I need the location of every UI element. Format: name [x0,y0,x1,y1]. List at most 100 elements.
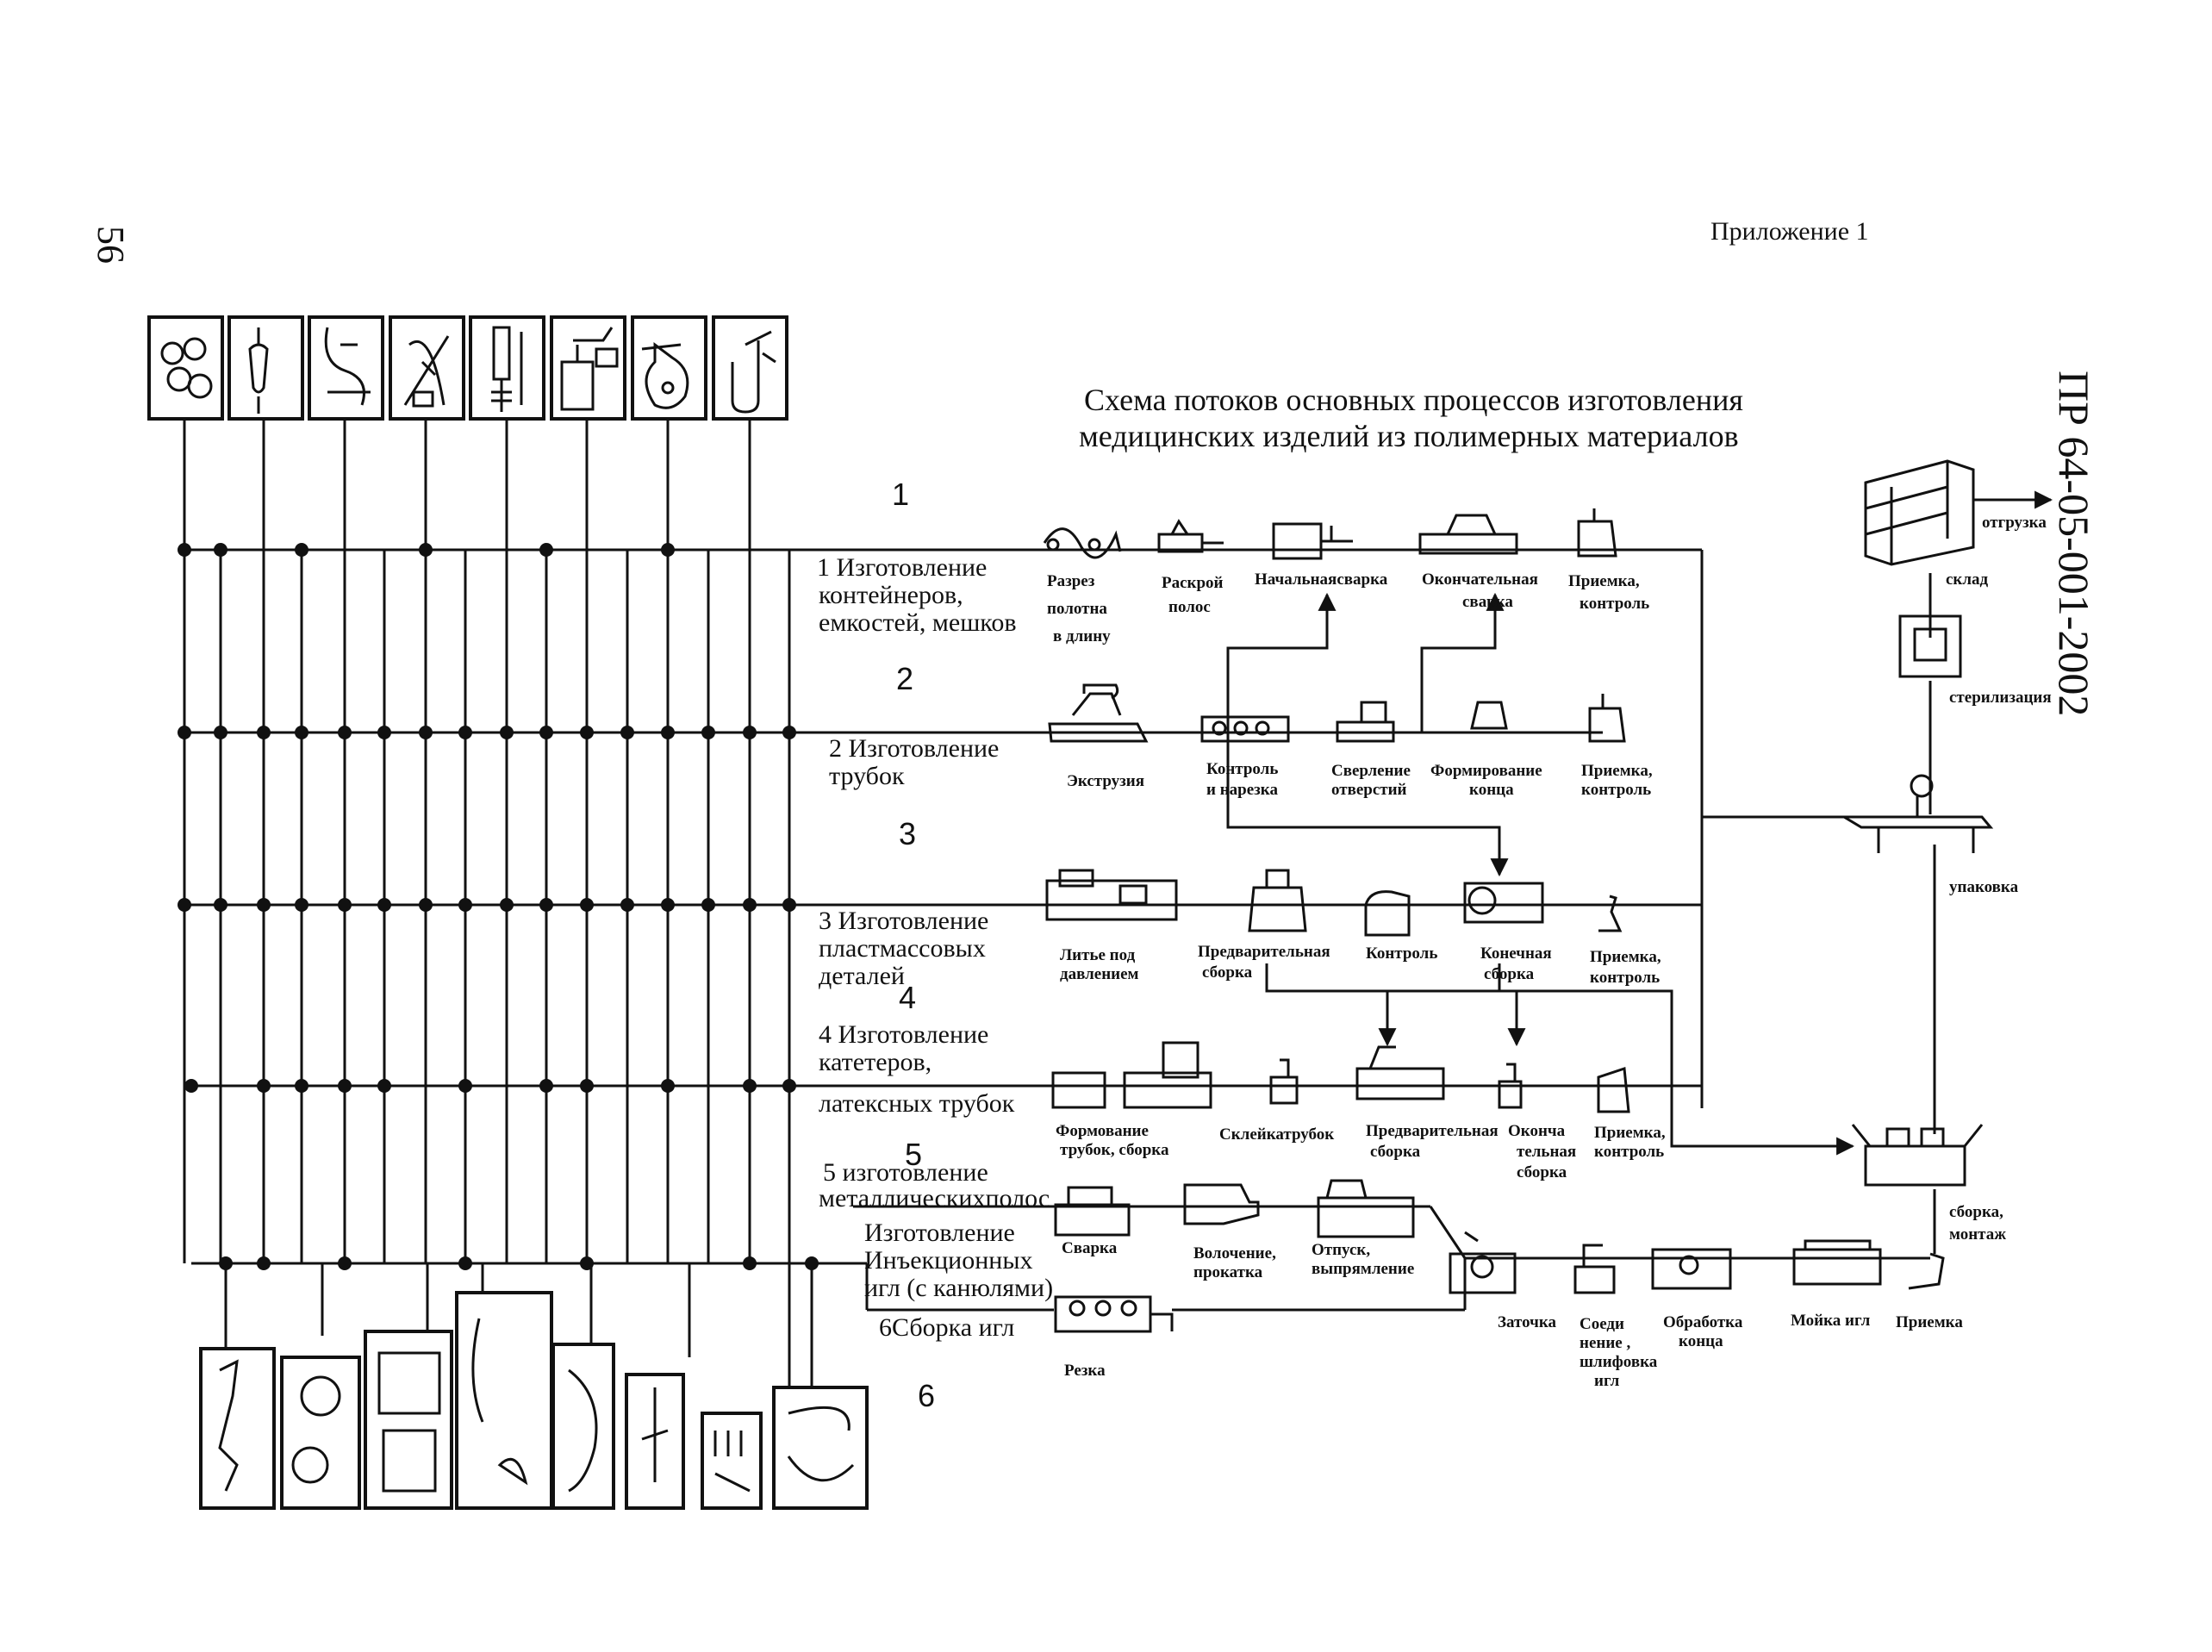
step-caption: сварка [1462,593,1513,611]
step-caption: Склейкатрубок [1219,1125,1334,1144]
step-caption: сборка [1484,965,1535,983]
step-caption: полос [1168,598,1211,616]
step-caption: полотна [1047,600,1107,618]
preassembly-machine-icon [1355,1045,1445,1100]
line2-step-captions: Экструзия Контроль и нарезка Сверление о… [1067,760,1653,799]
step-caption: трубок, сборка [1060,1141,1169,1159]
step-caption: игл [1594,1372,1620,1390]
coil-pack-icon [772,1386,869,1510]
title-line-1: Схема потоков основных процессов изготов… [1084,383,1743,417]
step-caption: Соеди [1580,1315,1624,1333]
step-caption: Окончательная [1422,570,1538,589]
welding-2-icon [1054,1186,1131,1237]
slitting-machine-icon [1157,519,1224,553]
process-labels: 1 Изготовление контейнеров, емкостей, ме… [817,553,1053,1342]
step-caption: и нарезка [1206,781,1278,799]
control-stand-icon [1364,890,1411,937]
final-assembly-machine-icon [1463,882,1544,924]
junction-dots [178,543,819,1270]
line-numbers: 1 2 3 4 5 6 [892,477,935,1413]
process-label-4-line-1: 4 Изготовление [819,1020,988,1049]
step-caption: Приемка, [1590,948,1661,966]
step-caption: сборка [1517,1163,1567,1181]
step-caption: тельная [1517,1143,1576,1161]
step-caption: в длину [1053,627,1111,645]
packing-label: упаковка [1949,878,2019,896]
bottles-icon [147,315,224,421]
shipping-label: отгрузка [1982,514,2047,532]
warehouse-label: склад [1946,570,1989,589]
needle-process-label-line-3: игл (с канюлями) [864,1274,1053,1302]
needle-pack-icon [701,1412,763,1510]
step-caption: конца [1679,1332,1723,1350]
final-assembly-2-icon [1498,1063,1523,1109]
syringe-icon [469,315,545,421]
drawing-machine-icon [1183,1183,1260,1225]
line-number-2: 2 [896,661,913,696]
step-caption: Разрез [1047,572,1095,590]
gluing-machine-icon [1269,1058,1299,1105]
step-caption: сборка [1370,1143,1421,1161]
tip-forming-machine-icon [1465,701,1517,734]
needle-process-label-line-2: Инъекционных [864,1246,1033,1275]
step-caption: Мойка игл [1791,1312,1871,1330]
step-caption: давлением [1060,965,1139,983]
title-line-2: медицинских изделий из полимерных матери… [1079,419,1739,453]
step-caption: выпрямление [1312,1260,1414,1278]
step-caption: Начальнаясварка [1255,570,1388,589]
equipment-pictograms [1043,459,1994,1333]
tempering-machine-icon [1317,1179,1415,1238]
tubing-coil-icon [280,1356,361,1510]
sterilizer-icon [1898,614,1962,678]
step-caption: Предварительная [1366,1122,1499,1140]
step-caption: Сверление [1331,762,1411,780]
inspection-stand-icon [1577,508,1617,558]
step-caption: сборка [1202,963,1253,982]
page-number: 56 [90,226,132,264]
top-product-icons [147,315,788,421]
step-caption: Предварительная [1198,943,1330,961]
process-label-3-line-2: пластмассовых [819,934,986,963]
step-caption: Конечная [1480,944,1552,963]
cutting-machine-icon [1043,527,1122,559]
cutter-icon [1200,715,1290,743]
step-caption: Приемка [1896,1313,1963,1331]
tubing-set-icon [308,315,384,421]
welding-press-icon [1418,514,1518,555]
assembly-label-line-1: сборка, [1949,1203,2003,1221]
process-label-5-line-2: металлическихполос [819,1184,1050,1213]
bottom-product-icons [199,1291,869,1510]
line-number-3: 3 [899,816,916,851]
step-caption: Приемка, [1568,572,1640,590]
line5-step-captions: Сварка Волочение, прокатка Отпуск, выпря… [1062,1239,1963,1390]
preassembly-press-icon [1248,869,1307,932]
step-caption: шлифовка [1580,1353,1658,1371]
grinding-machine-icon [1449,1231,1517,1294]
drilling-machine-icon [1336,701,1395,743]
needle-process-label-line-1: Изготовление [864,1219,1015,1247]
step-caption: Формирование [1430,762,1542,780]
line1-step-captions: Разрез полотна в длину Раскрой полос Нач… [1047,570,1649,645]
process-label-3-line-3: деталей [819,962,905,990]
drip-bag-icon [227,315,304,421]
step-caption: прокатка [1193,1263,1263,1281]
needle-icon [625,1373,685,1510]
appendix-label: Приложение 1 [1710,217,1869,246]
line4-step-captions: Формование трубок, сборка Склейкатрубок … [1056,1122,1666,1181]
step-caption: Контроль [1206,760,1278,778]
step-caption: Формование [1056,1122,1149,1140]
extruder-icon [1048,683,1149,743]
infusion-set-icon [389,315,465,421]
line3-step-captions: Литье под давлением Предварительная сбор… [1060,943,1661,987]
inspection-stand-2-icon [1588,694,1626,743]
catheter-loop-icon [551,1343,615,1510]
step-caption: Контроль [1366,944,1437,963]
step-caption: контроль [1580,595,1649,613]
step-caption: Волочение, [1193,1244,1276,1262]
document-code: ПР 64-05-001-2002 [2050,371,2098,716]
kit-tray-icon [364,1330,453,1510]
step-caption: Сварка [1062,1239,1118,1257]
blood-bag-icon [550,315,626,421]
